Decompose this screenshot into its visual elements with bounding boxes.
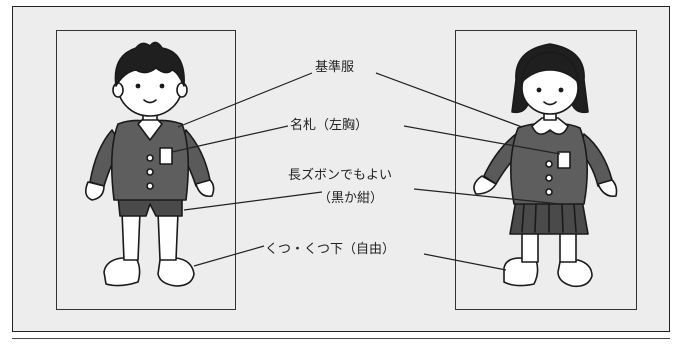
- uniform-leader-left: [177, 72, 313, 128]
- label-uniform: 基準服: [315, 60, 355, 75]
- boy-panel-frame: [56, 30, 236, 310]
- label-name-tag: 名札（左胸）: [290, 118, 369, 133]
- girl-panel-frame: [455, 30, 637, 310]
- bottom-rule: [12, 338, 670, 340]
- leader-lines: [171, 72, 561, 271]
- shoes-leader-left: [193, 245, 265, 267]
- uniform-leader-right: [375, 72, 523, 128]
- pants-leader-right: [413, 188, 561, 205]
- girl-figure: [473, 43, 618, 288]
- nametag-leader-left: [171, 125, 289, 153]
- boy-figure: [84, 41, 215, 287]
- nametag-leader-right: [403, 125, 561, 155]
- pants-leader-left: [183, 191, 323, 211]
- label-shoes-socks: くつ・くつ下（自由）: [265, 242, 396, 257]
- shoes-leader-right: [423, 253, 507, 271]
- label-pants-color: （黒か紺）: [318, 191, 384, 206]
- label-long-pants: 長ズボンでもよい: [288, 168, 393, 183]
